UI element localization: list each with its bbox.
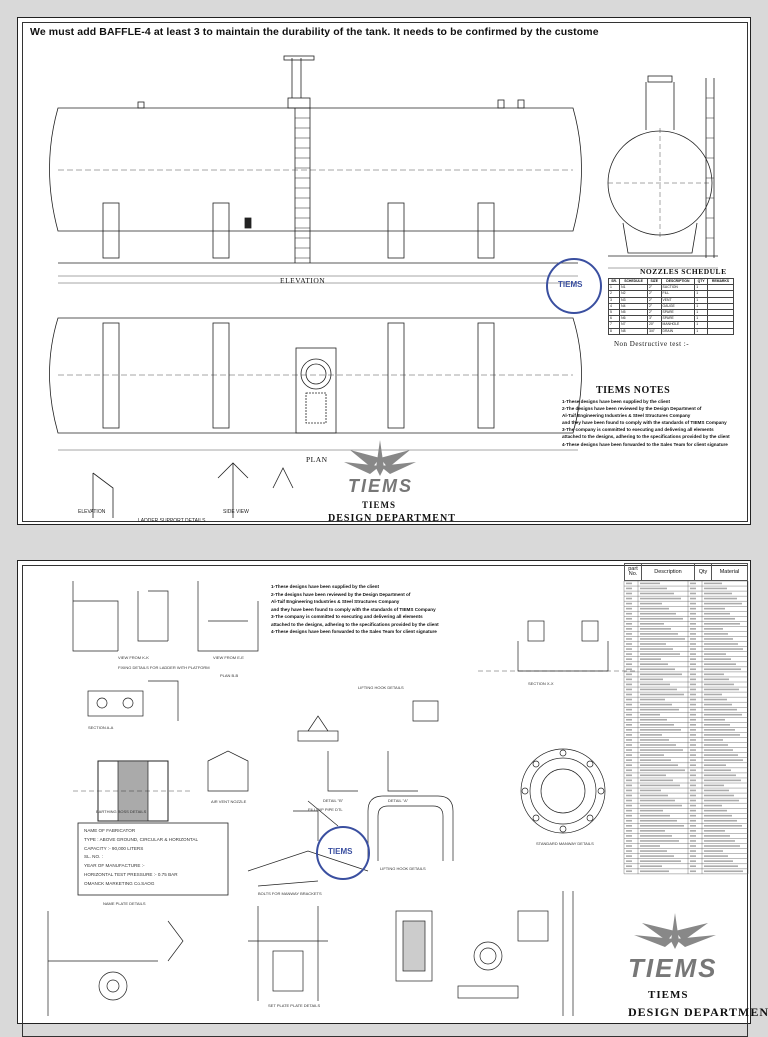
elevation-small-label: ELEVATION [78, 509, 106, 515]
plan-title: PLAN [306, 455, 328, 464]
note-line: attached to the designs, adhering to the… [271, 621, 439, 627]
detail-label: SET PLATE PLATE DETAILS [268, 1003, 321, 1008]
tank-elevation-drawing [49, 55, 718, 518]
fabrication-details-drawing [47, 581, 638, 1016]
detail-label: DETAIL "B" [323, 798, 344, 803]
note-line: and they have been found to comply with … [271, 606, 436, 612]
ladder-support-label: LADDER SUPPORT DETAILS [138, 518, 206, 524]
elevation-title: ELEVATION [280, 276, 326, 285]
name-plate: NAME OF FABRICATOR TYPE : ABOVE GROUND, … [84, 827, 224, 889]
sheet-frame [22, 22, 748, 522]
parts-table: part No. Description Qty Material [624, 563, 748, 581]
tiems-logo-icon [344, 440, 416, 476]
tiems-label: TIEMS [362, 500, 397, 510]
warning-banner: We must add BAFFLE-4 at least 3 to maint… [30, 26, 599, 38]
parts-header: part No. [624, 563, 642, 581]
note-line: 2-The designs have been reviewed by the … [562, 406, 702, 412]
detail-label: EARTHING BOSS DETAILS [96, 809, 147, 814]
nameplate-line: TYPE : ABOVE GROUND, CIRCULAR & HORIZONT… [84, 836, 199, 842]
stamp-text: TIEMS [328, 847, 353, 856]
detail-label: SECTION A-A [88, 725, 114, 730]
detail-label: SECTION X-X [528, 681, 554, 686]
company-stamp: TIEMS [546, 258, 602, 314]
nameplate-line: HORIZONTAL TEST PRESSURE :- 0.75 BAR [84, 871, 178, 877]
detail-label: VIEW FROM K-K [118, 655, 149, 660]
note-line: 3-The company is committed to executing … [271, 614, 423, 619]
nozzles-schedule-title: NOZZLES SCHEDULE [640, 267, 727, 276]
stamp-text: TIEMS [558, 280, 583, 289]
note-line: 3-The company is committed to executing … [562, 427, 714, 433]
detail-label: AIR VENT NOZZLE [211, 799, 247, 804]
detail-label: BOLTS FOR MANWAY BRACKETS [258, 891, 322, 896]
sheet2-notes: 1-These designs have been supplied by th… [271, 583, 461, 636]
parts-header: Description [641, 563, 695, 581]
nameplate-line: YEAR OF MANUFACTURE :- [84, 863, 145, 869]
design-department: DESIGN DEPARTMENT [328, 513, 456, 524]
nameplate-line: SL. NO. : [84, 854, 103, 860]
note-line: 1-These designs have been supplied by th… [271, 584, 379, 589]
note-line: Al-Taif Engineering Industries & Steel S… [562, 413, 691, 419]
tiems-logo-word: TIEMS [348, 476, 414, 496]
note-line: Al-Taif Engineering Industries & Steel S… [271, 599, 400, 604]
side-view-label: SIDE VIEW [223, 509, 249, 515]
detail-label: VIEW FROM E-E [213, 655, 244, 660]
detail-label: PLAN B-B [220, 673, 239, 678]
drawing-sheet-1: We must add BAFFLE-4 at least 3 to maint… [17, 17, 751, 525]
company-stamp: TIEMS [316, 826, 370, 880]
parts-header: Qty [694, 563, 712, 581]
tiems-logo-word: TIEMS [628, 953, 718, 983]
parts-header: Material [711, 563, 748, 581]
detail-label: LIFTING HOOK DETAILS [358, 685, 404, 690]
detail-label: FIXING DETAILS FOR LADDER WITH PLATFORM [118, 665, 210, 670]
nozzles-table: SR. SCHEDULE SIZE DESCRIPTION QTY REMARK… [607, 277, 734, 335]
note-line: 4-These designs have been forwarded to t… [562, 441, 728, 447]
note-line: 1-These designs have been supplied by th… [562, 399, 670, 404]
drawing-sheet-2: 1-These designs have been supplied by th… [17, 560, 768, 1037]
detail-label: LIFTING HOOK DETAILS [380, 866, 426, 871]
tiems-notes-title: TIEMS NOTES [596, 385, 671, 396]
tiems-logo-icon [634, 913, 716, 949]
nameplate-line: NAME OF FABRICATOR [84, 828, 136, 833]
detail-label: DETAIL "A" [388, 798, 409, 803]
note-line: and they have been found to comply with … [562, 420, 727, 426]
note-line: 2-The designs have been reviewed by the … [271, 591, 411, 597]
detail-label: NAME PLATE DETAILS [103, 901, 146, 906]
tiems-notes: 1-These designs have been supplied by th… [562, 398, 748, 448]
note-line: 4-These designs have been forwarded to t… [271, 629, 437, 634]
note-line: attached to the designs, adhering to the… [562, 434, 730, 440]
nameplate-line: OMANCK MARKETING Co.SAOG [84, 880, 155, 886]
detail-label: FILL/DIP PIPE DTL [308, 807, 343, 812]
ndt-title: Non Destructive test :- [614, 340, 690, 348]
tiems-label: TIEMS [648, 989, 689, 1001]
detail-label: STANDARD MANWAY DETAILS [536, 841, 594, 846]
parts-table-grid [623, 580, 749, 875]
nameplate-line: CAPACITY :- 90,000 LITERS [84, 845, 144, 851]
design-department: DESIGN DEPARTMENT [628, 1005, 768, 1019]
